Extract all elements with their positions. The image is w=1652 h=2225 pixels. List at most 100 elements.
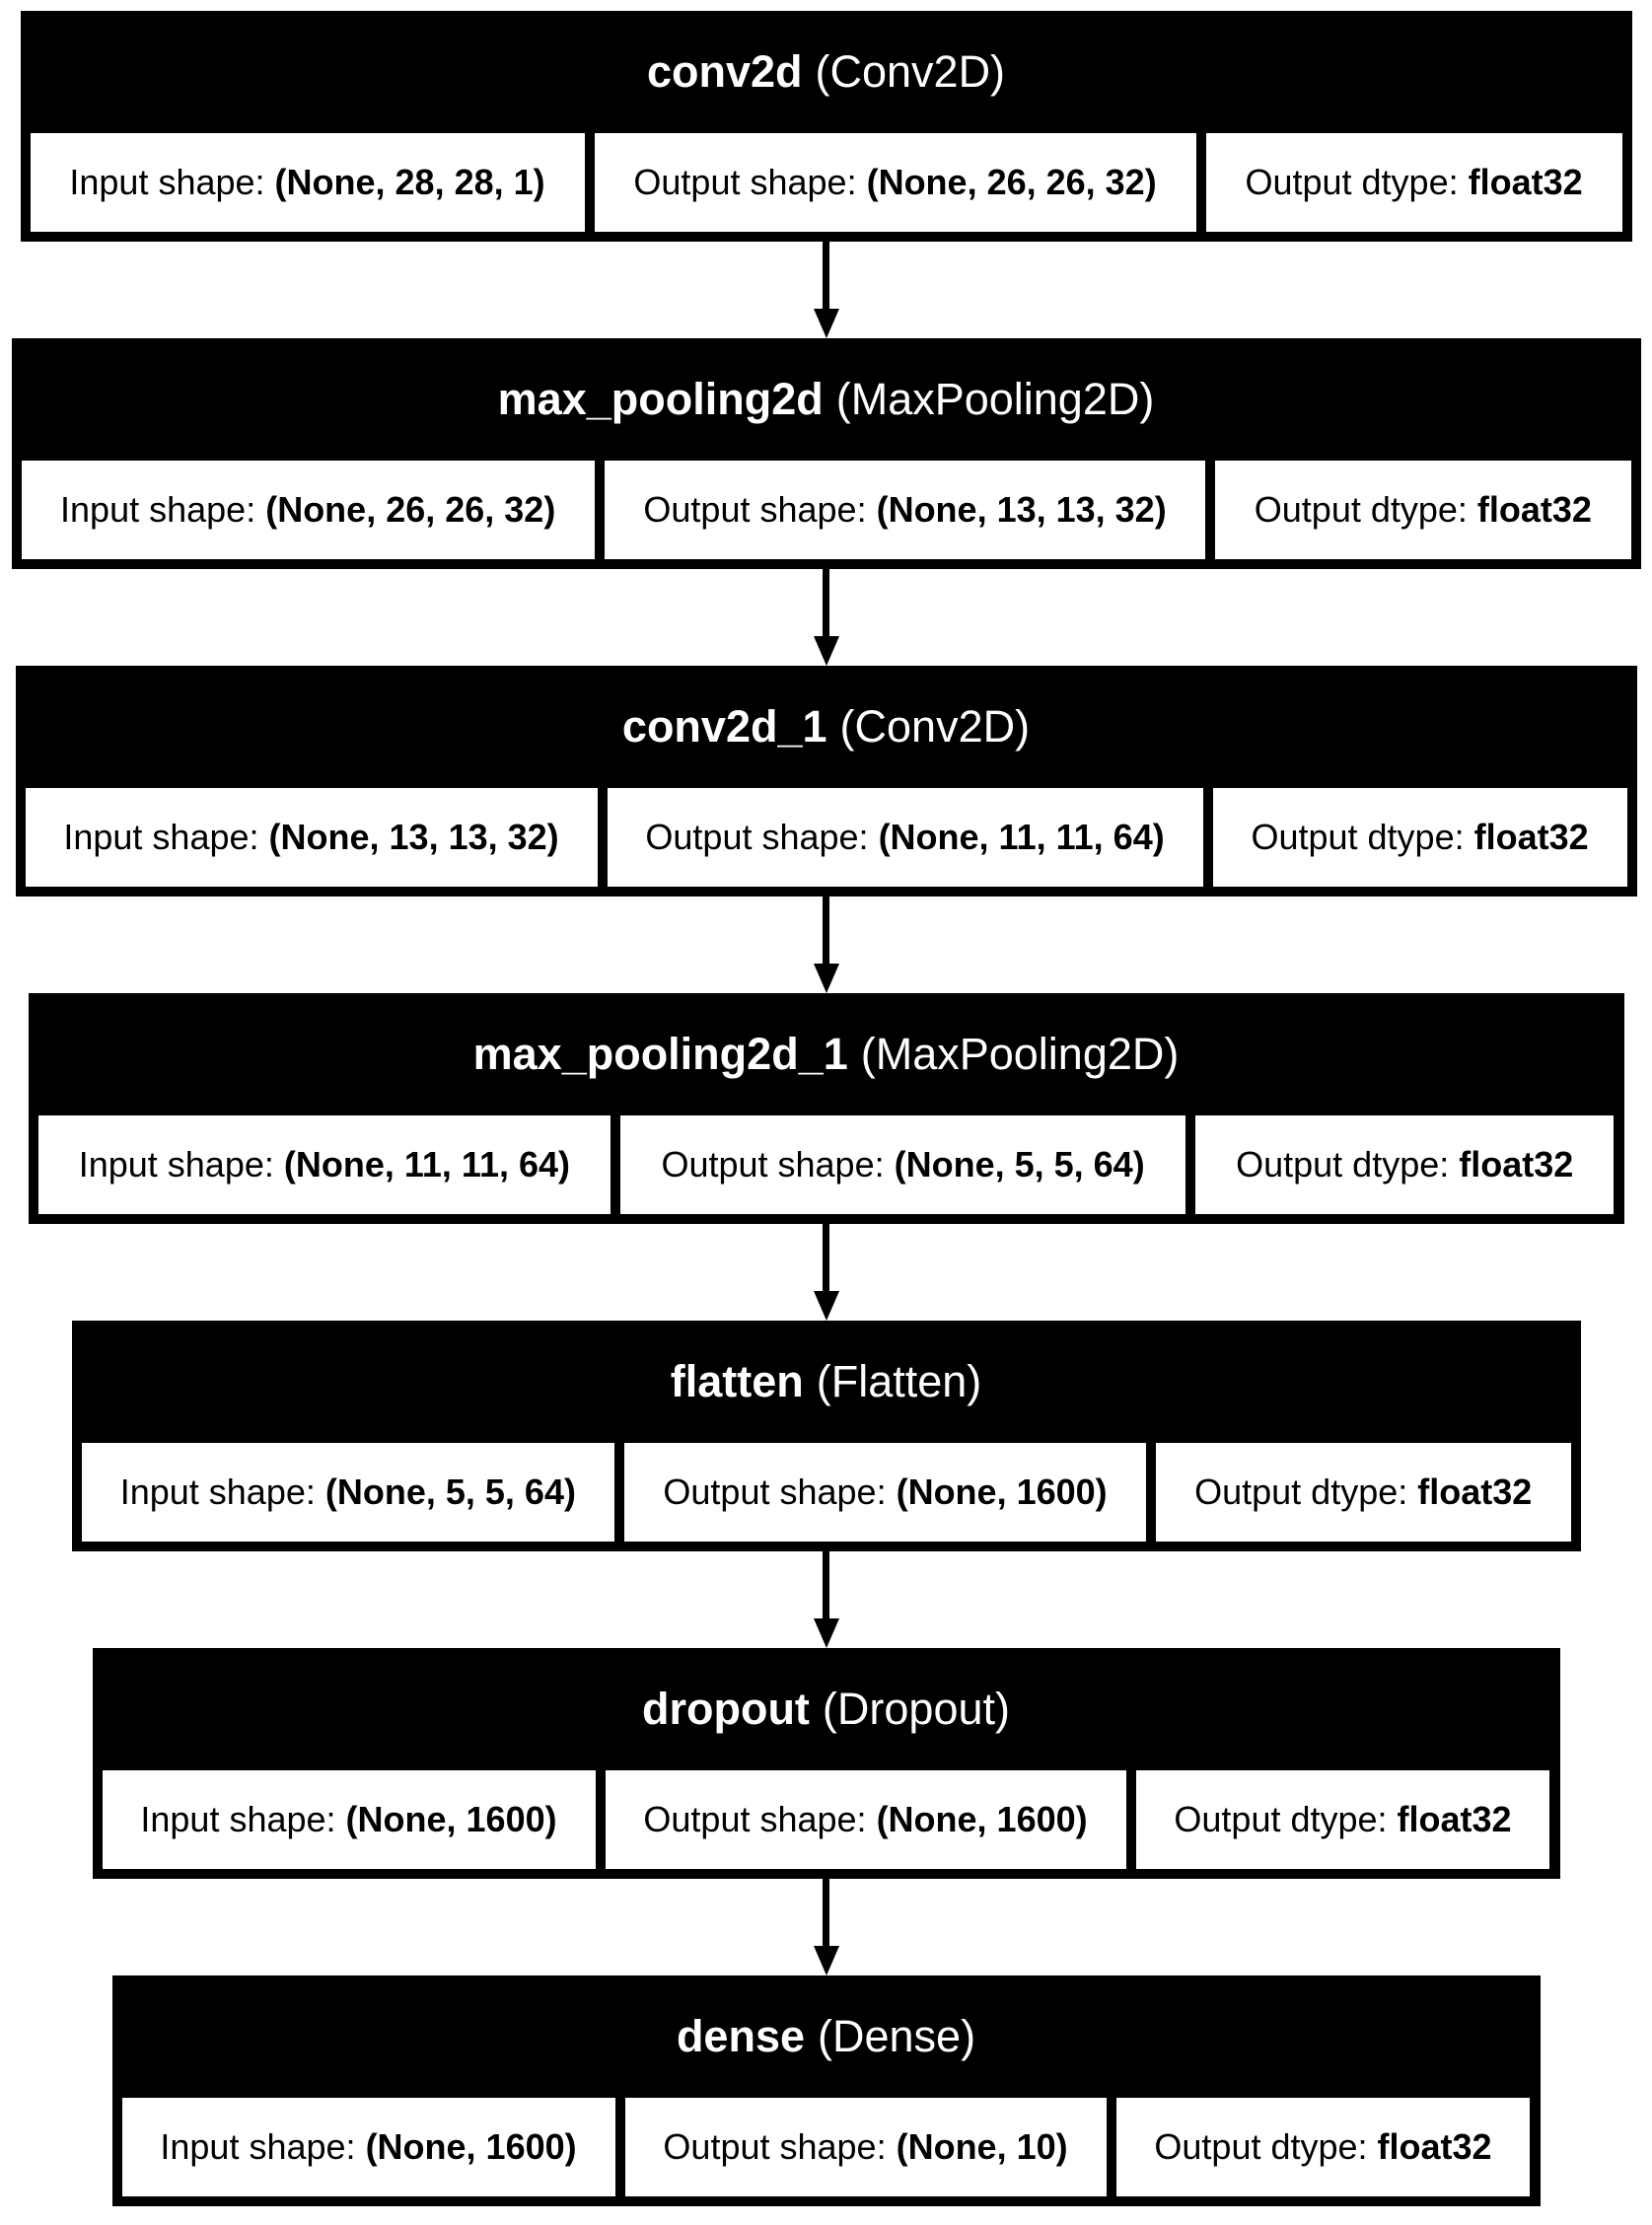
layer-header: dense (Dense) [122,1975,1531,2098]
layer-node: max_pooling2d (MaxPooling2D) Input shape… [11,338,1641,666]
output-dtype-cell: Output dtype: float32 [1215,461,1631,559]
layer-name: flatten [670,1356,804,1406]
output-shape-cell: Output shape: (None, 5, 5, 64) [620,1115,1185,1214]
output-shape-label: Output shape: [663,1471,887,1512]
layer-name: max_pooling2d [497,374,824,424]
layer-name: conv2d_1 [621,701,827,752]
edge-arrow [813,1224,839,1321]
output-dtype-cell: Output dtype: float32 [1135,1770,1550,1869]
layer-box: conv2d (Conv2D) Input shape: (None, 28, … [20,11,1632,242]
input-shape-label: Input shape: [63,817,259,857]
layer-box: max_pooling2d_1 (MaxPooling2D) Input sha… [28,993,1624,1224]
layer-shape-row: Input shape: (None, 13, 13, 32) Output s… [25,788,1627,887]
output-shape-value: (None, 1600) [876,1799,1088,1839]
input-shape-cell: Input shape: (None, 28, 28, 1) [30,133,585,232]
arrowhead-down-icon [813,1291,839,1321]
output-shape-cell: Output shape: (None, 1600) [624,1443,1146,1542]
layer-class-name: (Conv2D) [815,46,1006,97]
layer-node: conv2d (Conv2D) Input shape: (None, 28, … [20,11,1632,338]
layer-header: flatten (Flatten) [82,1321,1571,1443]
output-dtype-value: float32 [1397,1799,1512,1839]
input-shape-value: (None, 28, 28, 1) [274,162,545,202]
arrowhead-down-icon [813,309,839,338]
input-shape-label: Input shape: [140,1799,336,1839]
input-shape-value: (None, 11, 11, 64) [283,1144,571,1184]
input-shape-cell: Input shape: (None, 5, 5, 64) [81,1443,615,1542]
layer-class-name: (MaxPooling2D) [860,1029,1180,1079]
output-shape-value: (None, 13, 13, 32) [876,489,1167,530]
output-dtype-cell: Output dtype: float32 [1155,1443,1571,1542]
layer-class-name: (Conv2D) [839,701,1031,752]
layer-class-name: (Flatten) [816,1356,982,1406]
output-shape-cell: Output shape: (None, 11, 11, 64) [607,788,1203,887]
edge-line [823,1551,829,1618]
output-dtype-label: Output dtype: [1251,817,1465,857]
edge-arrow [813,242,839,338]
output-dtype-cell: Output dtype: float32 [1194,1115,1615,1214]
layer-shape-row: Input shape: (None, 26, 26, 32) Output s… [21,461,1631,559]
input-shape-value: (None, 13, 13, 32) [268,817,559,857]
layer-name: dense [676,2011,805,2061]
edge-arrow [813,1879,839,1975]
output-shape-cell: Output shape: (None, 26, 26, 32) [594,133,1196,232]
layer-header: max_pooling2d (MaxPooling2D) [22,338,1631,461]
layer-shape-row: Input shape: (None, 1600) Output shape: … [102,1770,1550,1869]
output-dtype-cell: Output dtype: float32 [1212,788,1627,887]
input-shape-label: Input shape: [78,1144,274,1184]
edge-line [823,569,829,636]
layer-name: conv2d [646,46,803,97]
layer-node: dropout (Dropout) Input shape: (None, 16… [92,1648,1560,1975]
output-shape-cell: Output shape: (None, 1600) [605,1770,1126,1869]
output-dtype-label: Output dtype: [1236,1144,1450,1184]
output-dtype-value: float32 [1417,1471,1533,1512]
edge-line [823,1224,829,1291]
output-dtype-label: Output dtype: [1254,489,1468,530]
layer-node: dense (Dense) Input shape: (None, 1600) … [111,1975,1541,2206]
output-shape-label: Output shape: [663,2126,887,2167]
layer-node: flatten (Flatten) Input shape: (None, 5,… [71,1321,1581,1648]
layer-shape-row: Input shape: (None, 1600) Output shape: … [121,2098,1531,2196]
edge-line [823,897,829,964]
input-shape-value: (None, 1600) [345,1799,557,1839]
output-shape-value: (None, 5, 5, 64) [894,1144,1145,1184]
output-dtype-label: Output dtype: [1174,1799,1388,1839]
output-dtype-cell: Output dtype: float32 [1205,133,1622,232]
arrowhead-down-icon [813,964,839,993]
output-dtype-value: float32 [1473,817,1589,857]
input-shape-label: Input shape: [119,1471,316,1512]
edge-line [823,1879,829,1946]
layer-class-name: (MaxPooling2D) [835,374,1155,424]
output-shape-value: (None, 10) [896,2126,1068,2167]
output-shape-label: Output shape: [645,817,869,857]
layer-name: max_pooling2d_1 [472,1029,848,1079]
output-shape-label: Output shape: [661,1144,885,1184]
layer-box: max_pooling2d (MaxPooling2D) Input shape… [11,338,1641,569]
output-shape-label: Output shape: [633,162,857,202]
layer-header: max_pooling2d_1 (MaxPooling2D) [38,993,1615,1115]
output-shape-label: Output shape: [643,1799,867,1839]
output-shape-cell: Output shape: (None, 10) [624,2098,1107,2196]
arrowhead-down-icon [813,1618,839,1648]
output-shape-value: (None, 26, 26, 32) [866,162,1157,202]
input-shape-value: (None, 26, 26, 32) [265,489,556,530]
edge-arrow [813,1551,839,1648]
input-shape-cell: Input shape: (None, 13, 13, 32) [25,788,598,887]
layer-box: dense (Dense) Input shape: (None, 1600) … [111,1975,1541,2206]
arrowhead-down-icon [813,1946,839,1975]
layer-header: dropout (Dropout) [103,1648,1550,1770]
layer-name: dropout [641,1684,810,1734]
output-dtype-value: float32 [1468,162,1583,202]
arrowhead-down-icon [813,636,839,666]
layer-shape-row: Input shape: (None, 5, 5, 64) Output sha… [81,1443,1571,1542]
layer-shape-row: Input shape: (None, 11, 11, 64) Output s… [37,1115,1615,1214]
edge-line [823,242,829,309]
layer-box: flatten (Flatten) Input shape: (None, 5,… [71,1321,1581,1551]
layer-shape-row: Input shape: (None, 28, 28, 1) Output sh… [30,133,1622,232]
edge-arrow [813,897,839,993]
output-dtype-label: Output dtype: [1194,1471,1408,1512]
layer-box: dropout (Dropout) Input shape: (None, 16… [92,1648,1560,1879]
input-shape-label: Input shape: [69,162,265,202]
layer-header: conv2d_1 (Conv2D) [26,666,1627,788]
layer-header: conv2d (Conv2D) [31,11,1622,133]
output-dtype-label: Output dtype: [1154,2126,1368,2167]
